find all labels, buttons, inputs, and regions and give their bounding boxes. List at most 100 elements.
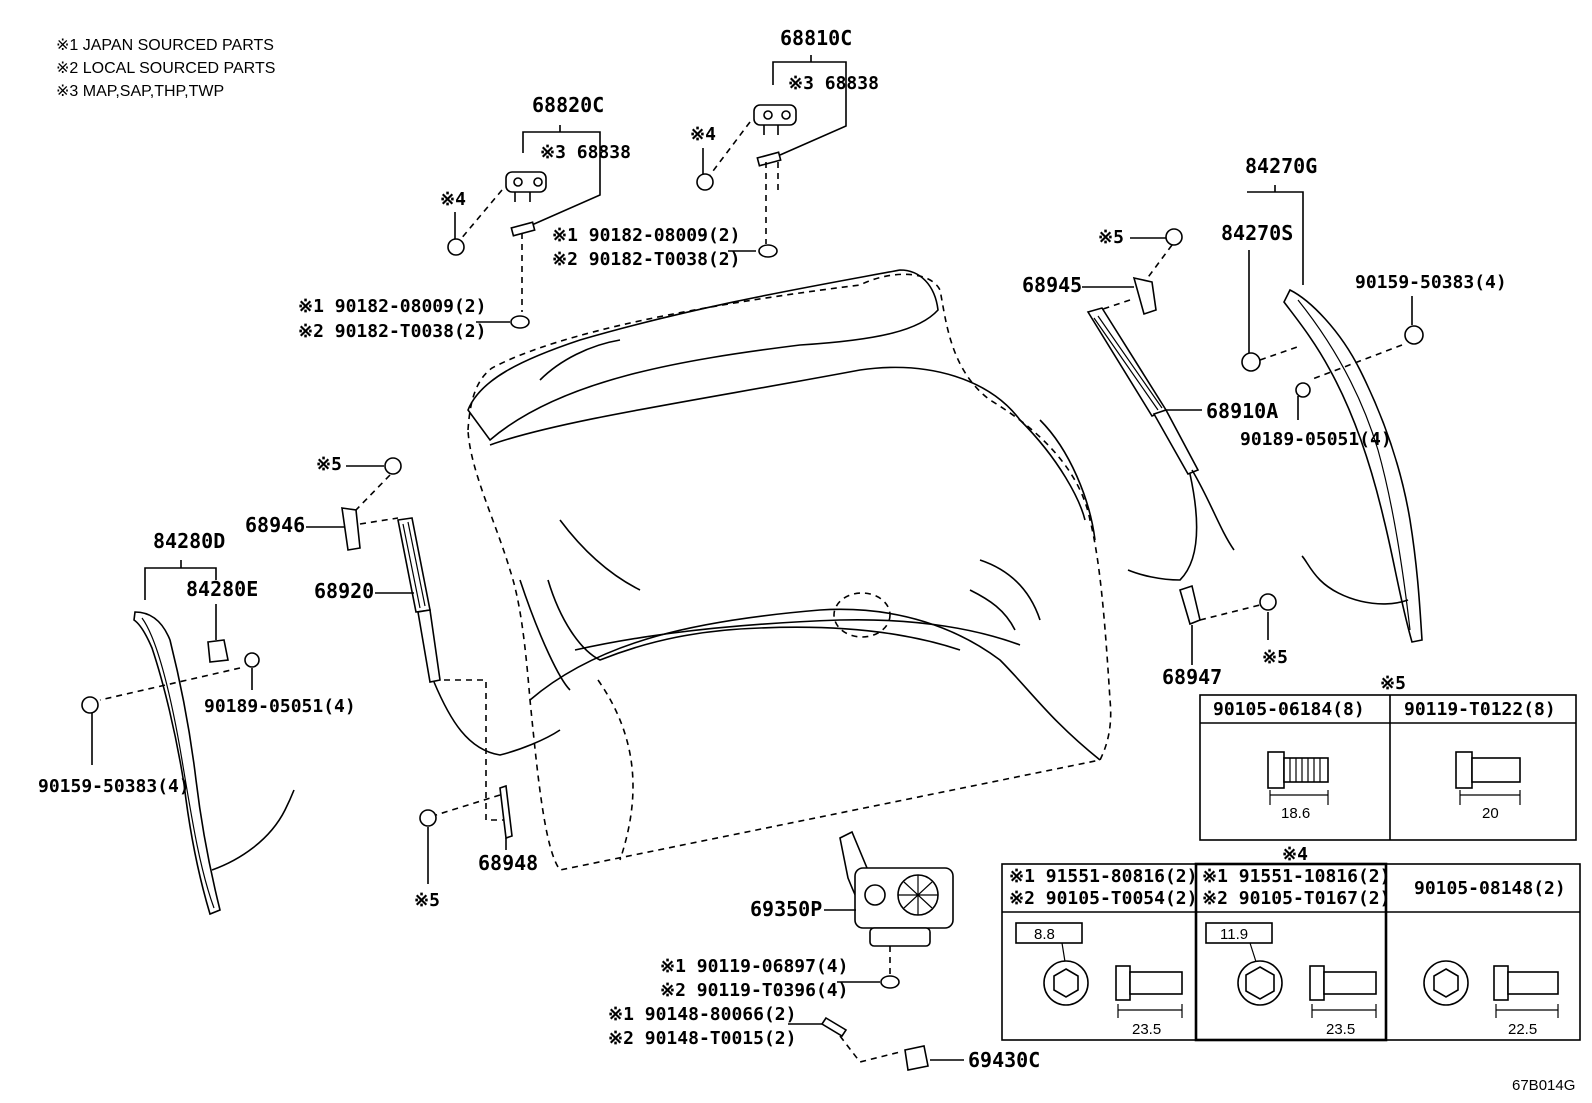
label-68948: 68948	[478, 851, 538, 875]
strut-68910a-cylinder	[1086, 307, 1168, 418]
label-90182-mid-2: ※2 90182-T0038(2)	[298, 321, 486, 342]
part-68948-group: ※5 68948	[414, 784, 538, 911]
nut-90182-mid	[510, 315, 530, 329]
label-69350p: 69350P	[750, 897, 822, 921]
part-68810c-group: 68810C ※3 68838 ※4 ※1 90182-08009(2) ※2 …	[552, 26, 879, 270]
striker-69430c	[904, 1045, 929, 1071]
sensor-strip-84270g	[1283, 288, 1423, 643]
clip-84280e	[207, 639, 229, 663]
sensor-68810c-shape	[753, 104, 797, 126]
table4-col2-size: 11.9	[1220, 926, 1248, 943]
label-90182-mid-1: ※1 90182-08009(2)	[298, 296, 486, 317]
label-84270g: 84270G	[1245, 154, 1317, 178]
table-note4: ※4 ※1 91551-80816(2) ※2 90105-T0054(2) ※…	[1001, 844, 1581, 1042]
label-68910a: 68910A	[1206, 399, 1278, 423]
back-door-panel	[467, 269, 1112, 871]
clip-68948	[499, 784, 513, 840]
table-note5: ※5 90105-06184(8) 90119-T0122(8) 18.6 20	[1199, 673, 1577, 841]
bracket-68947	[1179, 584, 1201, 626]
label-90189-right: 90189-05051(4)	[1240, 429, 1392, 450]
clip-note4-right	[696, 173, 714, 191]
table5-dim-2: 20	[1482, 805, 1499, 822]
bolt-68945	[1165, 228, 1183, 246]
label-90148-1: ※1 90148-80066(2)	[608, 1004, 796, 1025]
bolt-90189-left	[244, 652, 260, 668]
note-2: ※2 LOCAL SOURCED PARTS	[56, 60, 275, 77]
bracket-68946	[341, 507, 361, 551]
table5-title: ※5	[1380, 673, 1406, 694]
label-84270s: 84270S	[1221, 221, 1293, 245]
bolt-90189-right	[1295, 382, 1311, 398]
label-note5-68947: ※5	[1262, 647, 1288, 668]
label-68945: 68945	[1022, 273, 1082, 297]
label-90119-1: ※1 90119-06897(4)	[660, 956, 848, 977]
part-68820c-group: 68820C ※3 68838 ※4 ※1 90182-08009(2) ※2 …	[298, 93, 631, 342]
label-90189-left: 90189-05051(4)	[204, 696, 356, 717]
label-68838-left: ※3 68838	[540, 142, 631, 163]
bolt-68946	[384, 457, 402, 475]
label-68947: 68947	[1162, 665, 1222, 689]
strut-68920-rod	[417, 609, 441, 683]
table4-col2-size-box	[1205, 922, 1273, 944]
clip-note4-left	[447, 238, 465, 256]
table4-col1-header1: ※1 91551-80816(2)	[1009, 866, 1197, 887]
bolt-90105-06184-head	[1267, 751, 1285, 789]
note-3: ※3 MAP,SAP,THP,TWP	[56, 83, 224, 100]
label-90159-right: 90159-50383(4)	[1355, 272, 1507, 293]
part-69350p-group: 69350P ※1 90119-06897(4) ※2 90119-T0396(…	[608, 830, 1040, 1072]
screw-90148	[820, 1016, 848, 1038]
label-90148-2: ※2 90148-T0015(2)	[608, 1028, 796, 1049]
table5-header-2: 90119-T0122(8)	[1404, 699, 1556, 720]
label-69430c: 69430C	[968, 1048, 1040, 1072]
label-90182-top-1: ※1 90182-08009(2)	[552, 225, 740, 246]
table5-header-1: 90105-06184(8)	[1213, 699, 1365, 720]
table4-title: ※4	[1282, 844, 1308, 865]
label-68820c: 68820C	[532, 93, 604, 117]
label-90159-left: 90159-50383(4)	[38, 776, 190, 797]
nut-90159-left	[81, 696, 99, 714]
clip-84270s	[1241, 352, 1261, 372]
strut-68910a-rod	[1152, 409, 1200, 476]
table5-dim-1: 18.6	[1281, 805, 1310, 822]
label-note5-68948: ※5	[414, 890, 440, 911]
table4-col1-dim: 23.5	[1132, 1021, 1161, 1038]
label-84280d: 84280D	[153, 529, 225, 553]
table4-col2-header1: ※1 91551-10816(2)	[1202, 866, 1390, 887]
label-68920: 68920	[314, 579, 374, 603]
label-note4-left: ※4	[440, 189, 466, 210]
note-1: ※1 JAPAN SOURCED PARTS	[56, 37, 274, 54]
label-68946: 68946	[245, 513, 305, 537]
bolt-90119-t0122-shank	[1471, 757, 1521, 783]
diagram-code: 67B014G	[1512, 1077, 1575, 1094]
label-68810c: 68810C	[780, 26, 852, 50]
table4-col1-header2: ※2 90105-T0054(2)	[1009, 888, 1197, 909]
bolt-68947	[1259, 593, 1277, 611]
bolt-90105-06184-shank	[1283, 757, 1329, 783]
table4-col2-dim: 23.5	[1326, 1021, 1355, 1038]
table4-col1-size-box	[1015, 922, 1083, 944]
left-strut-group: ※5 68946 68920 84280D 84280E 90189-05051…	[38, 454, 561, 916]
bolt-90119-t0122-head	[1455, 751, 1473, 789]
table4-col3-dim: 22.5	[1508, 1021, 1537, 1038]
table4-col2-header2: ※2 90105-T0167(2)	[1202, 888, 1390, 909]
sensor-68820c-shape	[505, 171, 547, 193]
nut-90182-top	[758, 244, 778, 258]
label-note5-68946: ※5	[316, 454, 342, 475]
part-68947-group: ※5 68947	[1162, 584, 1288, 689]
bolt-90119	[880, 975, 900, 989]
label-note5-68945: ※5	[1098, 227, 1124, 248]
sensor-strip-84280d	[133, 611, 221, 916]
bolt-68948	[419, 809, 437, 827]
nut-90159-right	[1404, 325, 1424, 345]
label-90182-top-2: ※2 90182-T0038(2)	[552, 249, 740, 270]
strut-68920-cylinder	[397, 517, 431, 613]
notes-block: ※1 JAPAN SOURCED PARTS ※2 LOCAL SOURCED …	[56, 37, 275, 100]
table4-col3-header1: 90105-08148(2)	[1414, 878, 1566, 899]
label-68838-right: ※3 68838	[788, 73, 879, 94]
label-84280e: 84280E	[186, 577, 258, 601]
label-90119-2: ※2 90119-T0396(4)	[660, 980, 848, 1001]
table4-col1-size: 8.8	[1034, 926, 1055, 943]
bracket-68945	[1132, 276, 1157, 316]
